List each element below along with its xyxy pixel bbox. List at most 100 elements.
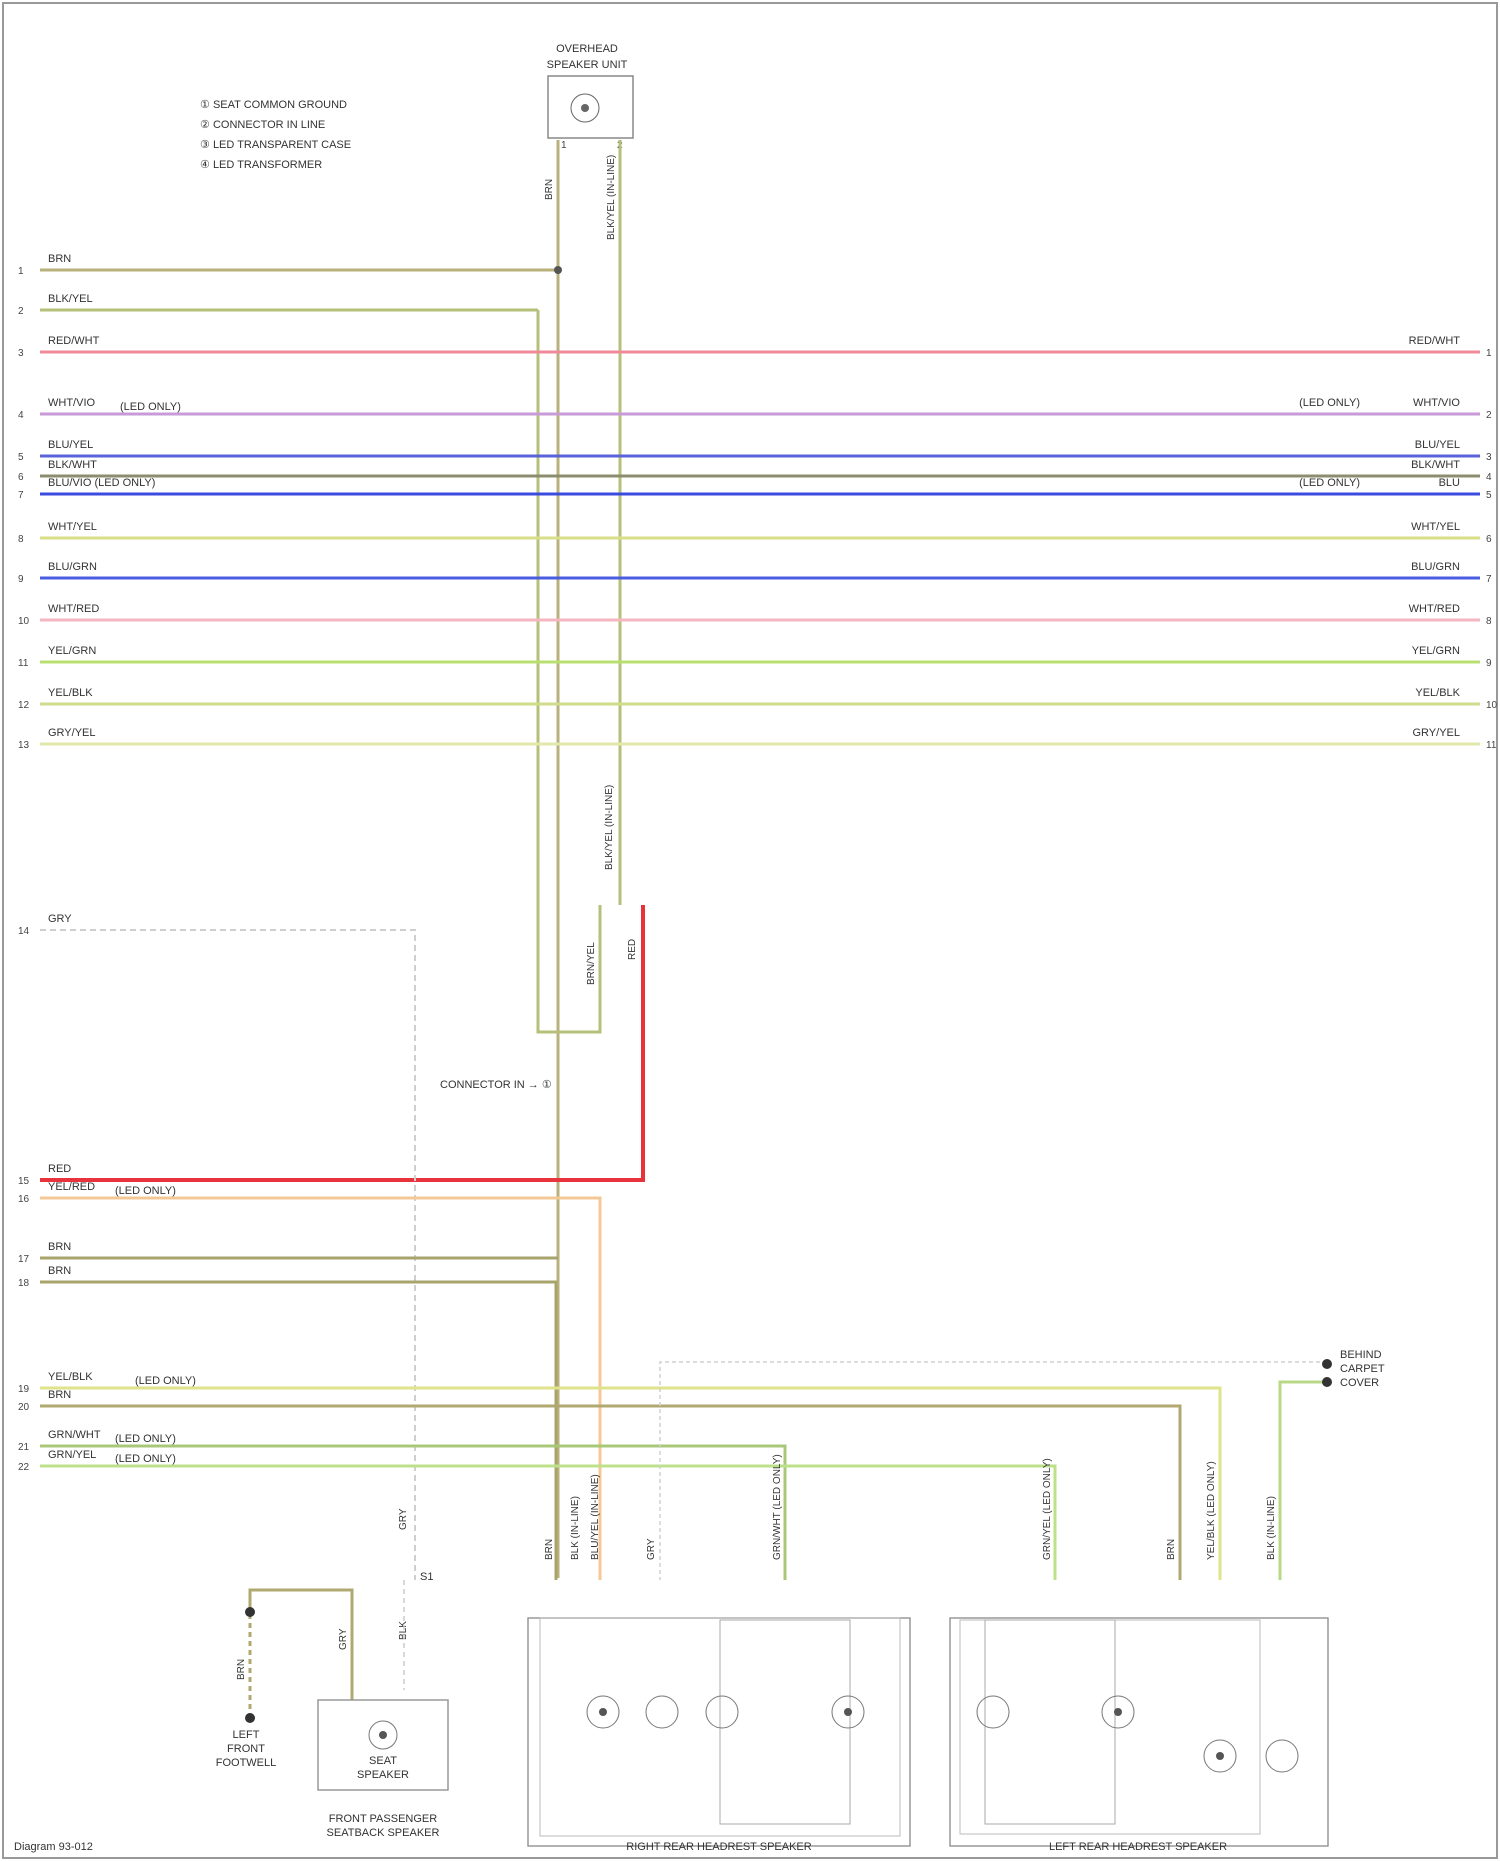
trunk-label-left: BRN <box>544 179 555 200</box>
ground-label-3: FOOTWELL <box>216 1757 277 1769</box>
overhead-speaker-subtitle: SPEAKER UNIT <box>547 59 628 71</box>
wire-4-left-label: WHT/VIO <box>48 397 95 409</box>
box-label-a3: BLU/YEL (IN-LINE) <box>590 1474 601 1560</box>
wire-13-left-label: GRY/YEL <box>48 727 96 739</box>
wire-13-right-label: GRY/YEL <box>1413 727 1461 739</box>
wire-12-right-label: YEL/BLK <box>1415 687 1460 699</box>
switch-label: S1 <box>420 1571 433 1583</box>
pin-left-3: 3 <box>18 348 24 359</box>
wire-7-right-note: (LED ONLY) <box>1299 477 1360 489</box>
seat-speaker-caption-1: FRONT PASSENGER <box>329 1813 437 1825</box>
wire-6-left-label: BLK/WHT <box>48 459 97 471</box>
pin-17: 17 <box>18 1254 30 1265</box>
pin-14: 14 <box>18 926 30 937</box>
splice-label: CONNECTOR IN → ① <box>440 1079 552 1091</box>
pin-15: 15 <box>18 1176 30 1187</box>
wire-15-label: RED <box>48 1163 71 1175</box>
pin-right-5: 5 <box>1486 490 1492 501</box>
wire-6-right-label: BLK/WHT <box>1411 459 1460 471</box>
pin-18: 18 <box>18 1278 30 1289</box>
wire-9-left-label: BLU/GRN <box>48 561 97 573</box>
seat-speaker-label-1: SEAT <box>369 1755 397 1767</box>
ground-label-1: LEFT <box>233 1729 260 1741</box>
overhead-pin-left: 1 <box>561 140 567 151</box>
splice-dot <box>554 266 562 274</box>
pin-22: 22 <box>18 1462 30 1473</box>
seat-wire-label-gry2: GRY <box>398 1508 409 1530</box>
box-label-a1: BRN <box>544 1539 555 1560</box>
right-ground-label-1: BEHIND <box>1340 1349 1382 1361</box>
ground-point-icon <box>245 1713 255 1723</box>
wire-20-label: BRN <box>48 1389 71 1401</box>
wire-9-right-label: BLU/GRN <box>1411 561 1460 573</box>
pin-left-7: 7 <box>18 490 24 501</box>
box-label-b4: BLK (IN-LINE) <box>1266 1496 1277 1560</box>
pin-right-7: 7 <box>1486 574 1492 585</box>
pin-2: 2 <box>18 306 24 317</box>
wire-11-left-label: YEL/GRN <box>48 645 96 657</box>
seat-wire-label-brn: BRN <box>236 1659 247 1680</box>
pin-left-8: 8 <box>18 534 24 545</box>
left-rear-speaker-caption: LEFT REAR HEADREST SPEAKER <box>1049 1841 1227 1853</box>
wire-8-right-label: WHT/YEL <box>1411 521 1460 533</box>
pin-right-11: 11 <box>1486 740 1497 751</box>
wire-11-right-label: YEL/GRN <box>1412 645 1460 657</box>
wire-16-note: (LED ONLY) <box>115 1185 176 1197</box>
pin-21: 21 <box>18 1442 30 1453</box>
wire-8-left-label: WHT/YEL <box>48 521 97 533</box>
wire-4-right-label: WHT/VIO <box>1413 397 1460 409</box>
ground-point-icon <box>1322 1359 1332 1369</box>
box-label-b3: YEL/BLK (LED ONLY) <box>1206 1461 1217 1560</box>
wire-14-label: GRY <box>48 913 72 925</box>
wire-2-label: BLK/YEL <box>48 293 93 305</box>
pin-right-1: 1 <box>1486 348 1492 359</box>
pin-right-8: 8 <box>1486 616 1492 627</box>
wire-10-right-label: WHT/RED <box>1409 603 1460 615</box>
right-ground-label-3: COVER <box>1340 1377 1379 1389</box>
wire-18-label: BRN <box>48 1265 71 1277</box>
wire-16-label: YEL/RED <box>48 1181 95 1193</box>
trunk-label-lower-right: RED <box>627 939 638 960</box>
pin-left-9: 9 <box>18 574 24 585</box>
pin-left-6: 6 <box>18 472 24 483</box>
ground-label-2: FRONT <box>227 1743 265 1755</box>
trunk-label-mid: BLK/YEL (IN-LINE) <box>604 785 615 870</box>
wire-22-note: (LED ONLY) <box>115 1453 176 1465</box>
overhead-speaker-title: OVERHEAD <box>556 43 618 55</box>
legend-item-4: ④ LED TRANSFORMER <box>200 159 322 171</box>
connector-dot <box>245 1607 255 1617</box>
legend-item-1: ① SEAT COMMON GROUND <box>200 99 347 111</box>
wire-7-right-label: BLU <box>1439 477 1460 489</box>
wire-4-left-note: (LED ONLY) <box>120 401 181 413</box>
box-label-a4: GRY <box>646 1538 657 1560</box>
pin-19: 19 <box>18 1384 30 1395</box>
pin-right-6: 6 <box>1486 534 1492 545</box>
pin-left-10: 10 <box>18 616 30 627</box>
pin-1: 1 <box>18 266 24 277</box>
pin-left-11: 11 <box>18 658 29 669</box>
box-label-a2: BLK (IN-LINE) <box>570 1496 581 1560</box>
pin-left-12: 12 <box>18 700 30 711</box>
wire-19-note: (LED ONLY) <box>135 1375 196 1387</box>
trunk-label-lower-left: BRN/YEL <box>586 942 597 985</box>
pin-left-4: 4 <box>18 410 24 421</box>
box-label-b2: BRN <box>1166 1539 1177 1560</box>
pin-16: 16 <box>18 1194 30 1205</box>
wire-3-left-label: RED/WHT <box>48 335 100 347</box>
right-ground-label-2: CARPET <box>1340 1363 1385 1375</box>
box-label-a5: GRN/WHT (LED ONLY) <box>772 1454 783 1560</box>
pin-right-2: 2 <box>1486 410 1492 421</box>
wire-5-left-label: BLU/YEL <box>48 439 93 451</box>
footer-label: Diagram 93-012 <box>14 1841 93 1853</box>
pin-right-4: 4 <box>1486 472 1492 483</box>
right-rear-speaker-caption: RIGHT REAR HEADREST SPEAKER <box>626 1841 811 1853</box>
wire-22-label: GRN/YEL <box>48 1449 96 1461</box>
ground-point-icon <box>1322 1377 1332 1387</box>
diagram-frame <box>3 3 1497 1858</box>
seat-speaker-label-2: SPEAKER <box>357 1769 409 1781</box>
wire-17-label: BRN <box>48 1241 71 1253</box>
pin-right-10: 10 <box>1486 700 1498 711</box>
pin-left-13: 13 <box>18 740 30 751</box>
seat-speaker-caption-2: SEATBACK SPEAKER <box>327 1827 440 1839</box>
